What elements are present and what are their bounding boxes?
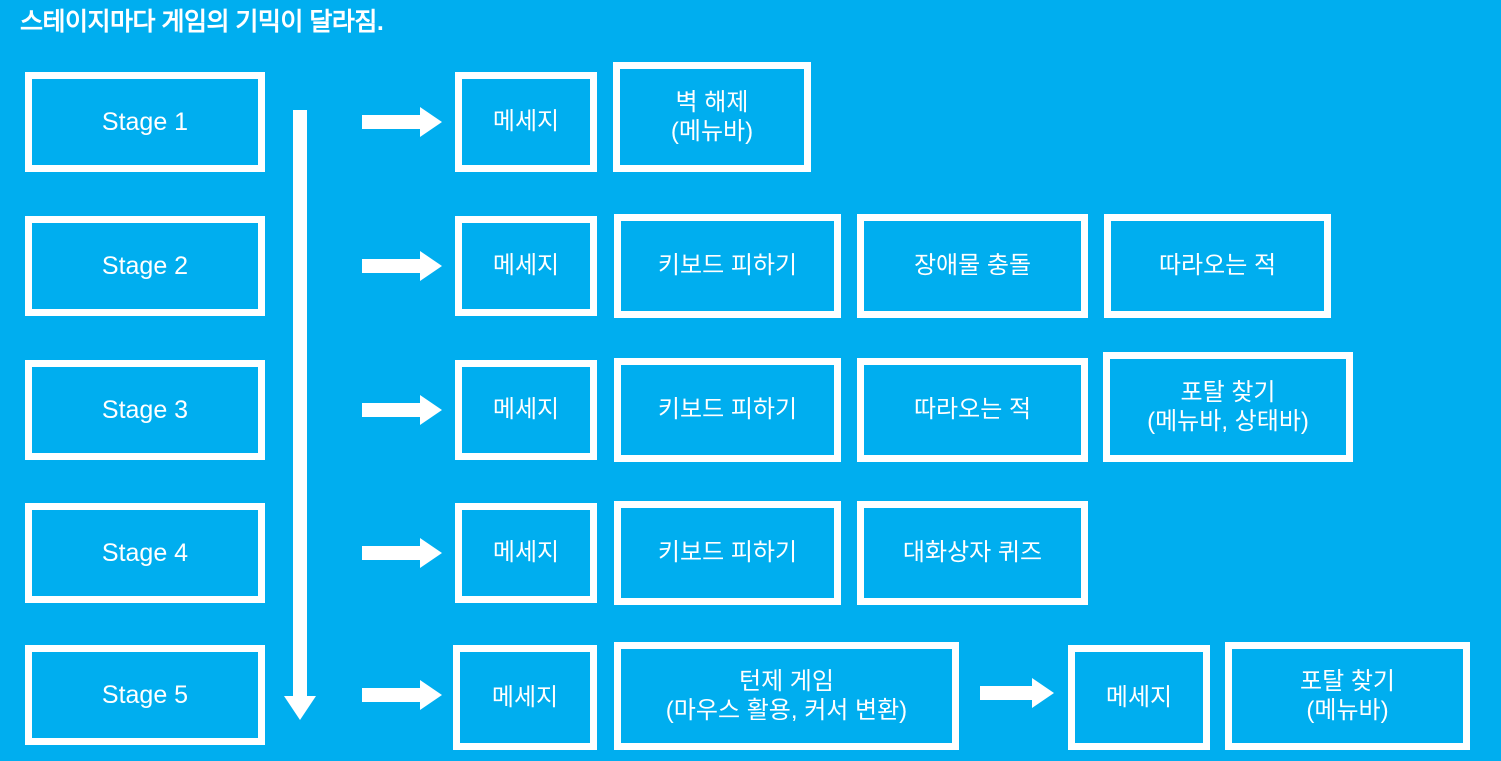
- arrow-head: [420, 680, 442, 710]
- arrow-head: [1032, 678, 1054, 708]
- stage-1-item-1[interactable]: 메세지: [455, 72, 597, 172]
- stage-4-item-2[interactable]: 키보드 피하기: [614, 501, 841, 605]
- stage-5-item-3[interactable]: 메세지: [1068, 645, 1210, 750]
- arrow-shaft: [362, 546, 420, 560]
- arrow-head: [284, 696, 316, 720]
- stage-3-item-1[interactable]: 메세지: [455, 360, 597, 460]
- stage-2-item-4[interactable]: 따라오는 적: [1104, 214, 1331, 318]
- arrow-head: [420, 395, 442, 425]
- page-title: 스테이지마다 게임의 기믹이 달라짐.: [20, 8, 384, 36]
- stage-2-item-3[interactable]: 장애물 충돌: [857, 214, 1088, 318]
- arrow-shaft: [362, 403, 420, 417]
- stage-1-item-2[interactable]: 벽 해제 (메뉴바): [613, 62, 811, 172]
- stage-2-box[interactable]: Stage 2: [25, 216, 265, 316]
- stage-3-item-3[interactable]: 따라오는 적: [857, 358, 1088, 462]
- arrow-shaft: [362, 115, 420, 129]
- stage-5-item-1[interactable]: 메세지: [453, 645, 597, 750]
- stage-5-item-4[interactable]: 포탈 찾기 (메뉴바): [1225, 642, 1470, 750]
- arrow-shaft: [362, 688, 420, 702]
- arrow-head: [420, 251, 442, 281]
- stage-3-box[interactable]: Stage 3: [25, 360, 265, 460]
- stage-4-item-1[interactable]: 메세지: [455, 503, 597, 603]
- stage-4-box[interactable]: Stage 4: [25, 503, 265, 603]
- arrow-head: [420, 107, 442, 137]
- stage-1-box[interactable]: Stage 1: [25, 72, 265, 172]
- arrow-shaft: [293, 110, 307, 696]
- arrow-shaft: [980, 686, 1032, 700]
- stage-5-item-2[interactable]: 턴제 게임 (마우스 활용, 커서 변환): [614, 642, 959, 750]
- arrow-head: [420, 538, 442, 568]
- stage-4-item-3[interactable]: 대화상자 퀴즈: [857, 501, 1088, 605]
- stage-3-item-2[interactable]: 키보드 피하기: [614, 358, 841, 462]
- stage-2-item-2[interactable]: 키보드 피하기: [614, 214, 841, 318]
- stage-2-item-1[interactable]: 메세지: [455, 216, 597, 316]
- stage-5-box[interactable]: Stage 5: [25, 645, 265, 745]
- arrow-shaft: [362, 259, 420, 273]
- stage-3-item-4[interactable]: 포탈 찾기 (메뉴바, 상태바): [1103, 352, 1353, 462]
